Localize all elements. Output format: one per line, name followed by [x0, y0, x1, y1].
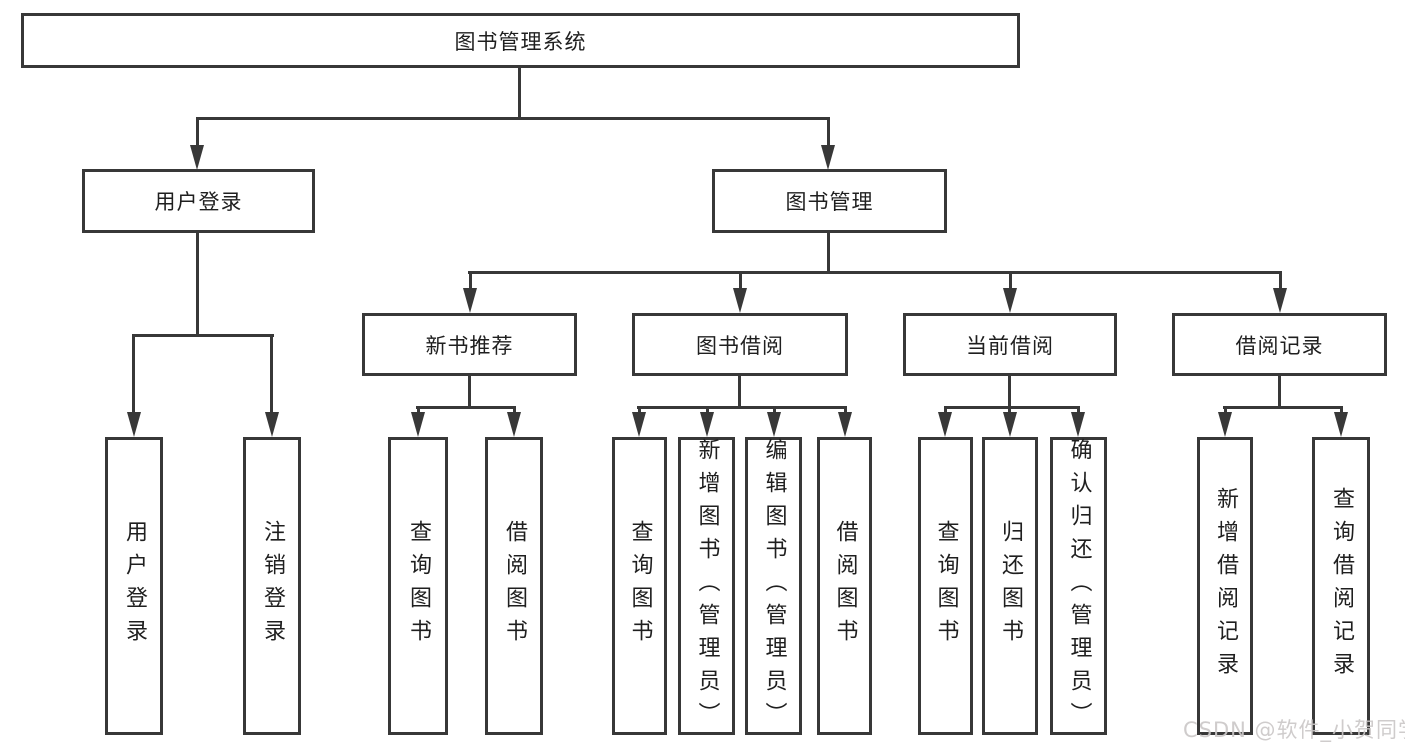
node-book-borrow-label: 图书借阅	[696, 333, 784, 358]
arrowhead-icon	[767, 412, 781, 437]
node-borrow-records-label: 借阅记录	[1235, 333, 1324, 358]
connector-current-stem	[1008, 376, 1011, 407]
arrowhead-icon	[1003, 412, 1017, 437]
leaf-recommend-query-book-label: 查询图书	[406, 520, 431, 652]
connector-drop	[706, 408, 709, 413]
leaf-add-book-admin-label: 新增图书（管理员）	[694, 437, 720, 735]
node-user-login: 用户登录	[82, 169, 315, 233]
leaf-logout-label: 注销登录	[260, 520, 285, 652]
connector-borrow-stem	[738, 376, 741, 407]
node-book-borrow: 图书借阅	[632, 313, 848, 376]
node-current-borrow: 当前借阅	[903, 313, 1117, 376]
arrowhead-icon	[733, 288, 747, 313]
arrowhead-icon	[1071, 412, 1085, 437]
arrowhead-icon	[632, 412, 646, 437]
leaf-user-login: 用户登录	[105, 437, 163, 735]
leaf-borrow-query-book-label: 查询图书	[627, 520, 653, 652]
leaf-current-query-book-label: 查询图书	[933, 520, 959, 652]
connector-drop-leaf-logout	[270, 336, 273, 413]
connector-level3-bus	[468, 271, 1282, 274]
leaf-query-borrow-record: 查询借阅记录	[1312, 437, 1370, 735]
connector-current-bus	[944, 406, 1080, 409]
leaf-query-borrow-record-label: 查询借阅记录	[1329, 487, 1354, 685]
leaf-add-borrow-record-label: 新增借阅记录	[1213, 487, 1238, 685]
leaf-return-book: 归还图书	[982, 437, 1038, 735]
connector-drop-records	[1279, 273, 1282, 289]
csdn-watermark: CSDN @软件_小贺同学	[1183, 718, 1405, 742]
node-new-book-recommend-label: 新书推荐	[425, 333, 514, 358]
leaf-borrow-borrow-book-label: 借阅图书	[832, 520, 858, 652]
leaf-logout: 注销登录	[243, 437, 301, 735]
connector-records-bus	[1223, 406, 1343, 409]
connector-drop	[1008, 408, 1011, 413]
leaf-add-borrow-record: 新增借阅记录	[1197, 437, 1253, 735]
node-current-borrow-label: 当前借阅	[966, 333, 1054, 358]
connector-drop	[773, 408, 776, 413]
node-book-management-label: 图书管理	[785, 190, 874, 214]
node-book-management: 图书管理	[712, 169, 947, 233]
arrowhead-icon	[127, 412, 141, 437]
leaf-borrow-query-book: 查询图书	[612, 437, 667, 735]
arrowhead-icon	[411, 412, 425, 437]
connector-borrow-bus	[637, 406, 847, 409]
arrowhead-icon	[1334, 412, 1348, 437]
connector-drop-borrow	[739, 273, 742, 289]
connector-drop-recommend	[469, 273, 472, 289]
arrowhead-icon	[463, 288, 477, 313]
arrowhead-icon	[1273, 288, 1287, 313]
connector-drop	[844, 408, 847, 413]
leaf-confirm-return-admin-label: 确认归还（管理员）	[1066, 437, 1092, 735]
arrowhead-icon	[190, 145, 204, 170]
arrowhead-icon	[1003, 288, 1017, 313]
connector-drop	[1077, 408, 1080, 413]
arrowhead-icon	[938, 412, 952, 437]
connector-book-management-stem	[827, 233, 830, 273]
connector-root-stem	[518, 68, 521, 119]
connector-drop	[513, 408, 516, 413]
connector-level1-bus	[196, 117, 830, 120]
leaf-confirm-return-admin: 确认归还（管理员）	[1050, 437, 1107, 735]
connector-user-login-stem	[196, 233, 199, 335]
arrowhead-icon	[1218, 412, 1232, 437]
leaf-edit-book-admin: 编辑图书（管理员）	[745, 437, 802, 735]
arrowhead-icon	[838, 412, 852, 437]
leaf-add-book-admin: 新增图书（管理员）	[678, 437, 735, 735]
node-new-book-recommend: 新书推荐	[362, 313, 577, 376]
node-system-root: 图书管理系统	[21, 13, 1020, 68]
arrowhead-icon	[507, 412, 521, 437]
arrowhead-icon	[700, 412, 714, 437]
connector-recommend-bus	[416, 406, 516, 409]
connector-drop	[1224, 408, 1227, 413]
leaf-recommend-borrow-book: 借阅图书	[485, 437, 543, 735]
connector-drop	[417, 408, 420, 413]
node-borrow-records: 借阅记录	[1172, 313, 1387, 376]
connector-drop-leaf-login	[132, 336, 135, 413]
connector-recommend-stem	[468, 376, 471, 407]
leaf-recommend-borrow-book-label: 借阅图书	[502, 520, 527, 652]
leaf-current-query-book: 查询图书	[918, 437, 973, 735]
leaf-edit-book-admin-label: 编辑图书（管理员）	[761, 437, 787, 735]
leaf-recommend-query-book: 查询图书	[388, 437, 448, 735]
arrowhead-icon	[265, 412, 279, 437]
arrowhead-icon	[821, 145, 835, 170]
connector-drop-current	[1009, 273, 1012, 289]
connector-drop-book-management	[827, 119, 830, 146]
leaf-user-login-label: 用户登录	[122, 520, 147, 652]
connector-drop	[1340, 408, 1343, 413]
node-user-login-label: 用户登录	[154, 190, 243, 214]
node-system-root-label: 图书管理系统	[454, 29, 587, 54]
leaf-return-book-label: 归还图书	[998, 520, 1023, 652]
connector-user-login-bus	[132, 334, 274, 337]
connector-drop	[944, 408, 947, 413]
connector-drop-user-login	[196, 119, 199, 146]
leaf-borrow-borrow-book: 借阅图书	[817, 437, 872, 735]
connector-records-stem	[1278, 376, 1281, 407]
connector-drop	[638, 408, 641, 413]
